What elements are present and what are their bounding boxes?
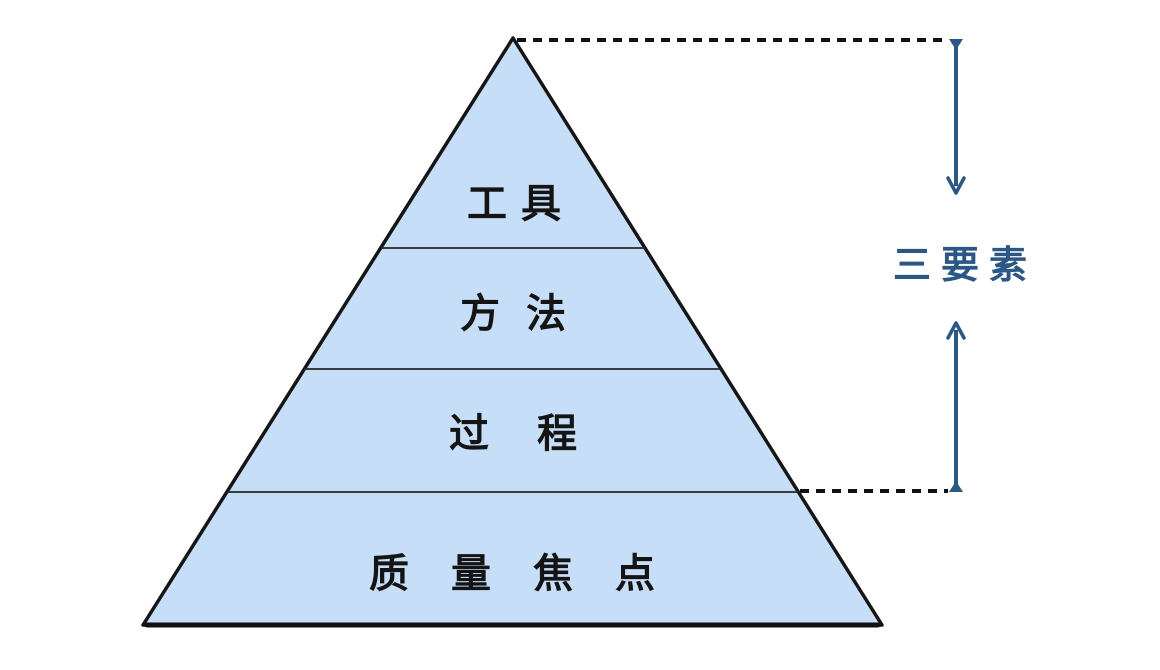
arrowhead-up-icon: [946, 321, 966, 340]
annotation-label: 三要素: [893, 245, 1037, 287]
pyramid-level-label-process: 过程: [449, 412, 625, 456]
pyramid-level-label-methods: 方法: [460, 292, 592, 336]
pyramid-level-label-tools: 工具: [467, 182, 575, 226]
measure-arrow-down: [946, 39, 966, 195]
measure-arrow-up: [946, 321, 966, 492]
pyramid-level-label-quality-focus: 质量焦点: [369, 552, 697, 596]
arrowhead-down-icon: [946, 176, 966, 195]
